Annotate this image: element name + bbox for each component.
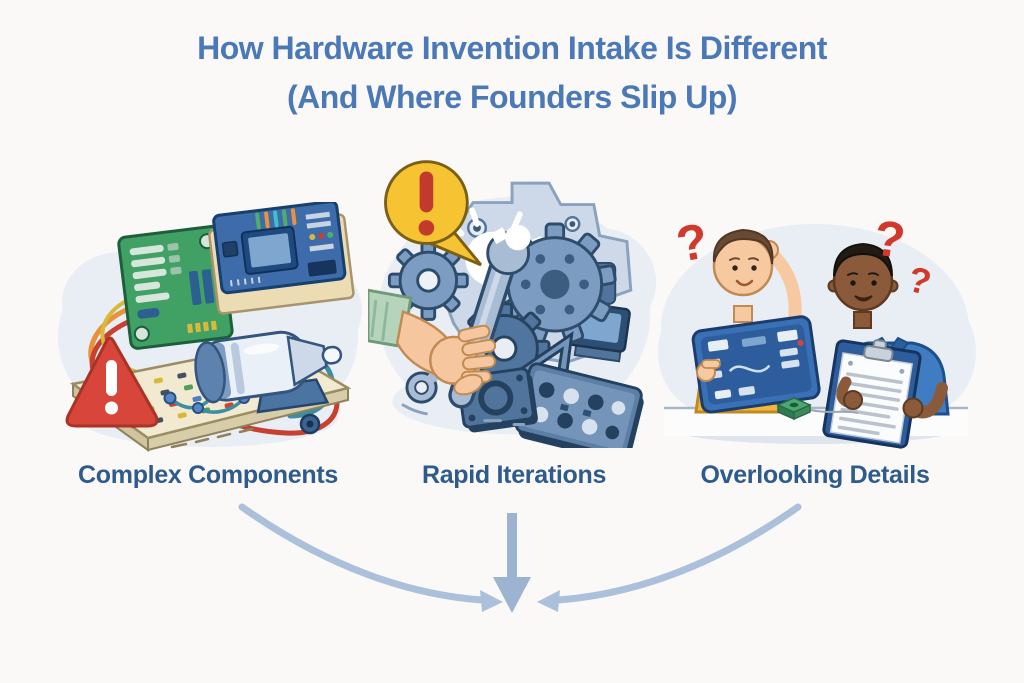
left-curved-arrow: [238, 503, 503, 612]
panel-rapid-iterations: [368, 146, 660, 448]
page-title-line-2: (And Where Founders Slip Up): [287, 79, 737, 115]
small-green-component-icon: [776, 397, 859, 421]
panel-label-overlooking-details: Overlooking Details: [700, 461, 930, 489]
rapid-iterations-illustration: [368, 160, 657, 448]
right-curved-arrow: [537, 503, 802, 612]
wrench-in-hand-icon: [368, 224, 531, 409]
panel-overlooking-details: ? ? ?: [650, 202, 980, 452]
center-down-arrow: [493, 513, 531, 613]
svg-text:?: ?: [672, 212, 712, 272]
warning-triangle-icon: [65, 336, 159, 428]
motion-dashes: [401, 403, 526, 426]
electric-motor-icon: [194, 330, 343, 414]
title-block: How Hardware Invention Intake Is Differe…: [0, 24, 1024, 122]
reviewer-with-clipboard-icon: [822, 242, 950, 449]
converging-arrows: [238, 503, 802, 613]
panel-complex-components: [48, 202, 368, 452]
gear-icon: [387, 240, 469, 321]
panel-label-rapid-iterations: Rapid Iterations: [421, 461, 607, 489]
complex-components-illustration: [58, 202, 362, 452]
keypad-panel-icon: [514, 362, 644, 448]
page-title-line-1: How Hardware Invention Intake Is Differe…: [197, 30, 827, 66]
microcontroller-board-icon: [208, 202, 355, 315]
alert-speech-bubble-icon: [384, 160, 483, 267]
founder-with-circuit-board-icon: [691, 228, 821, 414]
panel-label-complex-components: Complex Components: [78, 461, 338, 489]
overlooking-details-illustration: ? ? ?: [658, 209, 976, 449]
